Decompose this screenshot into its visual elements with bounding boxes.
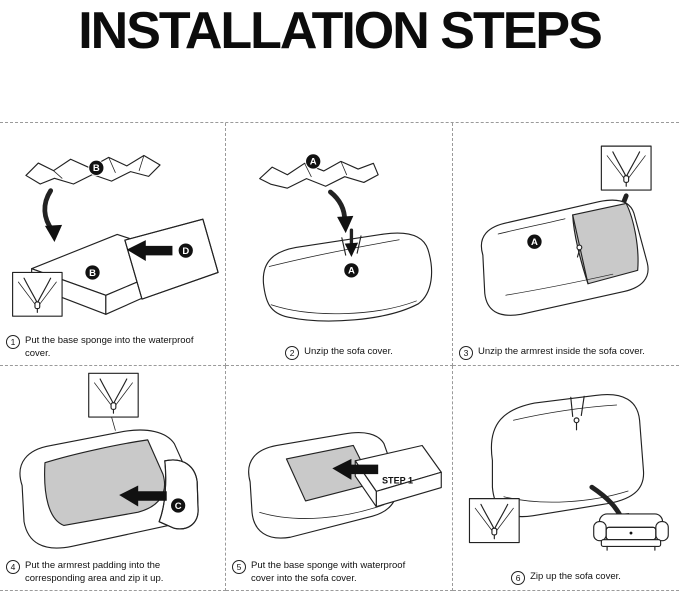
step-6-caption: 6 Zip up the sofa cover. — [458, 569, 674, 585]
page-header: INSTALLATION STEPS — [0, 0, 679, 122]
step-2-panel: A A 2 Unzip the sofa cover. — [226, 123, 453, 366]
label-badge-a-armrest: A — [526, 233, 543, 250]
crumpled-cover — [259, 160, 379, 189]
step-3-number: 3 — [459, 346, 473, 360]
zipper-inset — [468, 498, 520, 544]
step-label: STEP 1 — [382, 476, 413, 486]
leader-line — [111, 416, 116, 431]
svg-text:C: C — [175, 501, 182, 512]
sofa-cover — [490, 394, 644, 518]
step-1-caption: 1 Put the base sponge into the waterproo… — [5, 333, 220, 360]
step-2-number: 2 — [285, 346, 300, 360]
insert-arrow-icon — [332, 458, 379, 480]
insert-arrow-icon — [119, 485, 167, 507]
curved-arrow-icon — [42, 188, 63, 243]
label-badge-a-cover: A — [343, 262, 360, 279]
step-3-illustration: A — [458, 126, 674, 344]
finished-sofa — [593, 513, 669, 551]
zipper-inset — [12, 271, 63, 317]
step-3-caption-text: Unzip the armrest inside the sofa cover. — [478, 346, 645, 357]
step-2-caption: 2 Unzip the sofa cover. — [231, 344, 447, 360]
step-4-number: 4 — [6, 560, 20, 575]
step-1-drawing: B B D — [12, 154, 219, 317]
steps-grid: B B D 1 Put the base sponge into the wat… — [0, 122, 679, 591]
step-6-drawing — [468, 394, 669, 551]
svg-text:A: A — [348, 266, 355, 277]
step-5-panel: STEP 1 5 Put the base sponge with waterp… — [226, 366, 453, 591]
step-4-drawing: C — [19, 372, 199, 549]
step-1-panel: B B D 1 Put the base sponge into the wat… — [0, 123, 226, 366]
step-6-number: 6 — [511, 571, 526, 585]
label-badge-b-top: B — [88, 159, 105, 176]
label-badge-a-top: A — [305, 153, 322, 170]
step-6-panel: 6 Zip up the sofa cover. — [453, 366, 679, 591]
step-6-illustration — [458, 369, 674, 569]
step-2-caption-text: Unzip the sofa cover. — [304, 346, 393, 357]
step-5-caption: 5 Put the base sponge with waterproof co… — [231, 558, 447, 585]
sofa-cover-open — [248, 431, 398, 539]
step-1-caption-text: Put the base sponge into the waterproof … — [25, 335, 194, 359]
svg-text:D: D — [182, 246, 189, 257]
curved-arrow-icon — [328, 189, 354, 234]
step-2-illustration: A A — [231, 126, 447, 344]
step-3-drawing: A — [480, 145, 652, 316]
label-badge-c-pad: C — [170, 497, 187, 514]
svg-text:B: B — [93, 163, 100, 174]
zipper-inset — [88, 372, 139, 418]
step-3-panel: A 3 Unzip the armrest inside the sofa co… — [453, 123, 679, 366]
step-5-drawing: STEP 1 — [248, 431, 442, 539]
svg-text:A: A — [531, 237, 538, 248]
sofa-cover — [480, 199, 649, 316]
step-3-caption: 3 Unzip the armrest inside the sofa cove… — [458, 344, 674, 360]
step-4-caption: 4 Put the armrest padding into the corre… — [5, 558, 220, 585]
step-4-caption-text: Put the armrest padding into the corresp… — [25, 560, 164, 584]
step-1-illustration: B B D — [5, 126, 220, 333]
step-5-illustration: STEP 1 — [231, 369, 447, 558]
sponge-with-cover — [354, 444, 442, 508]
label-badge-b-sponge: B — [84, 264, 101, 281]
svg-text:A: A — [310, 157, 317, 168]
step-5-number: 5 — [232, 560, 246, 575]
label-badge-d-cover: D — [177, 242, 194, 259]
waterproof-cover — [124, 218, 219, 300]
svg-text:B: B — [89, 268, 96, 279]
step-2-drawing: A A — [259, 153, 433, 322]
insert-arrow-icon — [126, 240, 173, 262]
step-5-caption-text: Put the base sponge with waterproof cove… — [251, 560, 406, 584]
zipper-inset — [600, 145, 652, 191]
step-4-illustration: C — [5, 369, 220, 558]
step-4-panel: C 4 Put the armrest padding into the cor… — [0, 366, 226, 591]
step-1-number: 1 — [6, 335, 20, 350]
step-6-caption-text: Zip up the sofa cover. — [530, 571, 621, 582]
unzip-arrow-icon — [344, 228, 359, 257]
page-title: INSTALLATION STEPS — [78, 2, 603, 60]
